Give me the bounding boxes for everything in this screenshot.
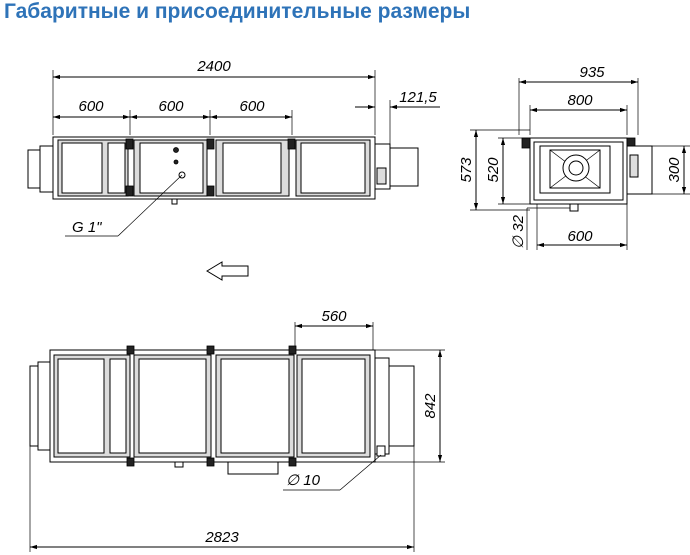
plan-view: 560 842 ∅ 10	[29, 308, 445, 552]
dim-section-2: 600	[158, 98, 184, 115]
dim-width-total: 935	[579, 64, 605, 81]
label-gas-connection: G 1"	[72, 219, 102, 236]
dim-duct-height: 300	[666, 157, 683, 183]
dim-drain-diameter: ∅ 32	[510, 214, 527, 249]
dim-height-total: 573	[458, 157, 475, 183]
dim-overall-height: 842	[422, 393, 439, 419]
dim-flange-offset: 121,5	[399, 89, 437, 106]
dim-hole-diameter: ∅ 10	[286, 472, 321, 489]
dim-total-length: 2400	[196, 58, 231, 75]
dim-section-1: 600	[78, 98, 104, 115]
side-view: 935 800 573 520 300	[458, 64, 690, 250]
front-view: 2400 600 600 600 121,5	[27, 58, 440, 237]
dim-section-3: 600	[239, 98, 265, 115]
dim-bracket-spacing: 560	[321, 308, 347, 325]
dim-support-width: 600	[567, 228, 593, 245]
dim-height-body: 520	[485, 157, 502, 183]
flow-direction-arrow	[206, 261, 249, 281]
dim-width-body: 800	[567, 92, 593, 109]
page-title: Габаритные и присоединительные размеры	[4, 0, 471, 23]
dim-overall-length: 2823	[204, 529, 239, 546]
